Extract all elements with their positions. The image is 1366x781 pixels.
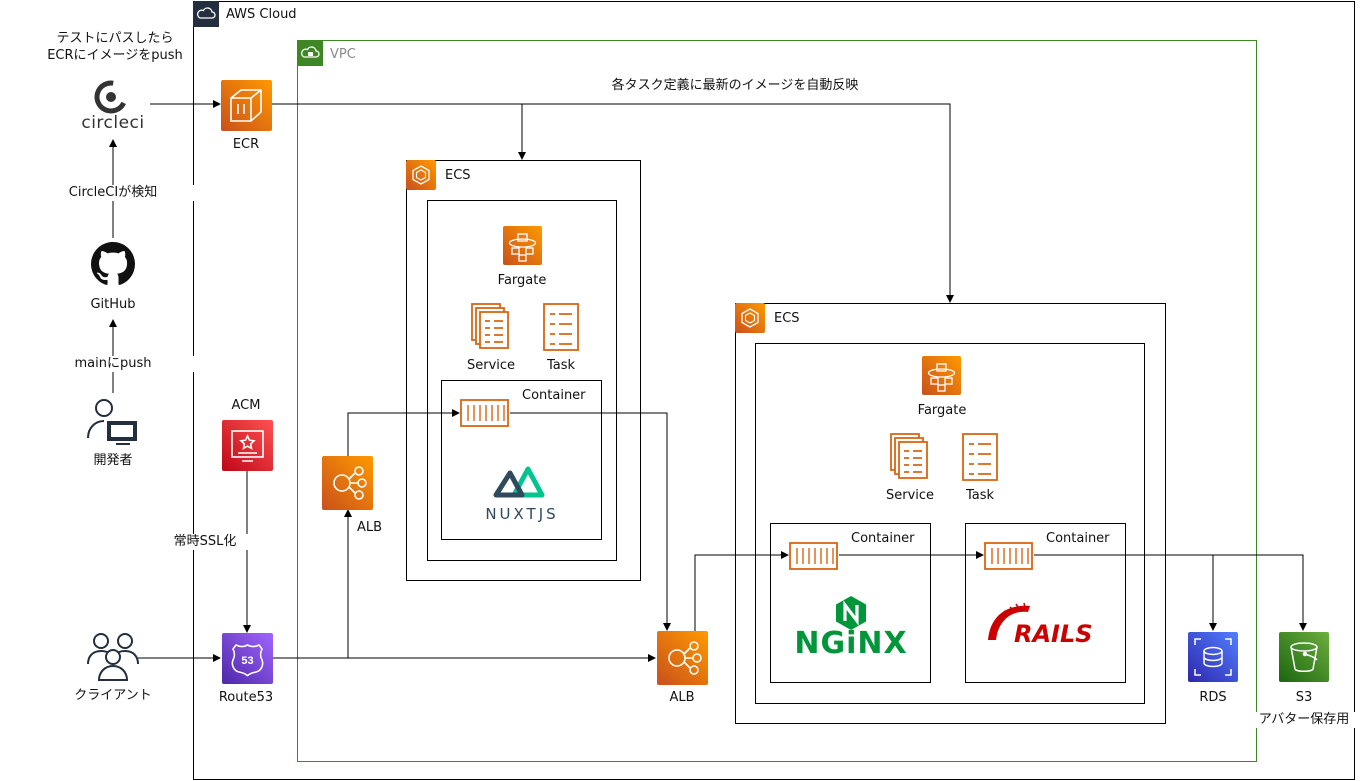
ecr-label: ECR [232,137,260,152]
label-push-ecr-1: テストにパスしたら [56,31,174,46]
acm-label: ACM [231,398,261,413]
container-nginx-label: Container [851,531,915,546]
ecs-back-group [735,303,1166,724]
task-back-label: Task [965,488,995,503]
ecs-back-title: ECS [774,311,800,326]
s3-caption: アバター保存用 [1245,712,1363,728]
service-front-label: Service [466,358,516,373]
rds-label: RDS [1199,690,1227,705]
aws-cloud-title: AWS Cloud [226,7,297,22]
nginx-logo-text: NGiNX [794,626,908,661]
ecs-back-icon [735,303,765,333]
edge-rails-rds [1034,554,1217,631]
rails-logo-icon [986,600,1034,640]
github-icon [91,242,135,286]
task-back-icon [961,432,999,482]
ecs-back-service-box [755,343,1145,704]
route53-icon: 53 [222,633,273,684]
fargate-back-label: Fargate [917,403,967,418]
ecs-front-service-box [427,200,617,561]
edge-alb-back-nginx [694,551,789,658]
container-rails-label: Container [1046,531,1110,546]
s3-icon [1279,632,1329,682]
ecs-front-icon [406,160,436,190]
alb-back-icon [657,631,708,685]
rds-icon [1188,632,1238,682]
ecs-front-title: ECS [445,168,471,183]
vpc-icon [297,40,323,66]
client-users-icon [86,630,140,682]
vpc-title: VPC [330,47,356,62]
circleci-wordmark: circleci [81,113,145,133]
alb-back-label: ALB [669,690,695,705]
task-front-label: Task [546,358,576,373]
nginx-logo-icon [834,595,868,631]
label-main-push: mainにpush [28,356,198,372]
aws-cloud-icon [193,1,219,27]
developer-icon [86,394,140,448]
container-front-icon [459,398,510,428]
route53-badge: 53 [241,655,253,667]
s3-label: S3 [1295,690,1313,705]
edge-container-alb-back [510,412,671,631]
container-rails-icon [983,541,1034,571]
label-ssl: 常時SSL化 [160,534,250,550]
alb-front-label: ALB [356,520,383,535]
developer-label: 開発者 [93,453,133,468]
ecr-icon [221,80,272,131]
label-circleci-detect: CircleCIが検知 [28,185,198,201]
edge-ecr-ecs-front [272,103,526,160]
edge-rails-s3 [1213,554,1307,631]
ecs-front-group [406,160,641,581]
aws-cloud-group [193,1,1355,780]
circleci-logo-icon [94,80,128,114]
fargate-front-label: Fargate [497,273,547,288]
service-back-label: Service [885,488,935,503]
acm-icon [222,420,273,471]
container-nginx-box [770,523,931,683]
label-auto-deploy: 各タスク定義に最新のイメージを自動反映 [611,78,859,93]
edge-alb-front-container [347,409,460,456]
container-rails-box [965,523,1126,683]
edge-ecr-ecs-back [522,103,954,303]
nuxt-logo-text: NUXTJS [485,505,559,523]
label-push-ecr-2: ECRにイメージをpush [47,48,183,63]
rails-logo-text: RAILS [1014,620,1093,648]
fargate-back-icon [922,356,961,395]
route53-label: Route53 [218,690,274,705]
client-label: クライアント [74,688,152,703]
vpc-group [297,40,1257,762]
service-back-icon [889,432,931,482]
alb-front-icon [322,456,373,510]
container-front-label: Container [522,388,586,403]
fargate-front-icon [503,226,542,265]
service-front-icon [470,302,512,352]
task-front-icon [542,302,580,352]
container-nginx-icon [788,541,839,571]
nuxt-logo-icon [488,455,556,500]
container-front-box [441,380,602,540]
github-label: GitHub [90,297,136,312]
